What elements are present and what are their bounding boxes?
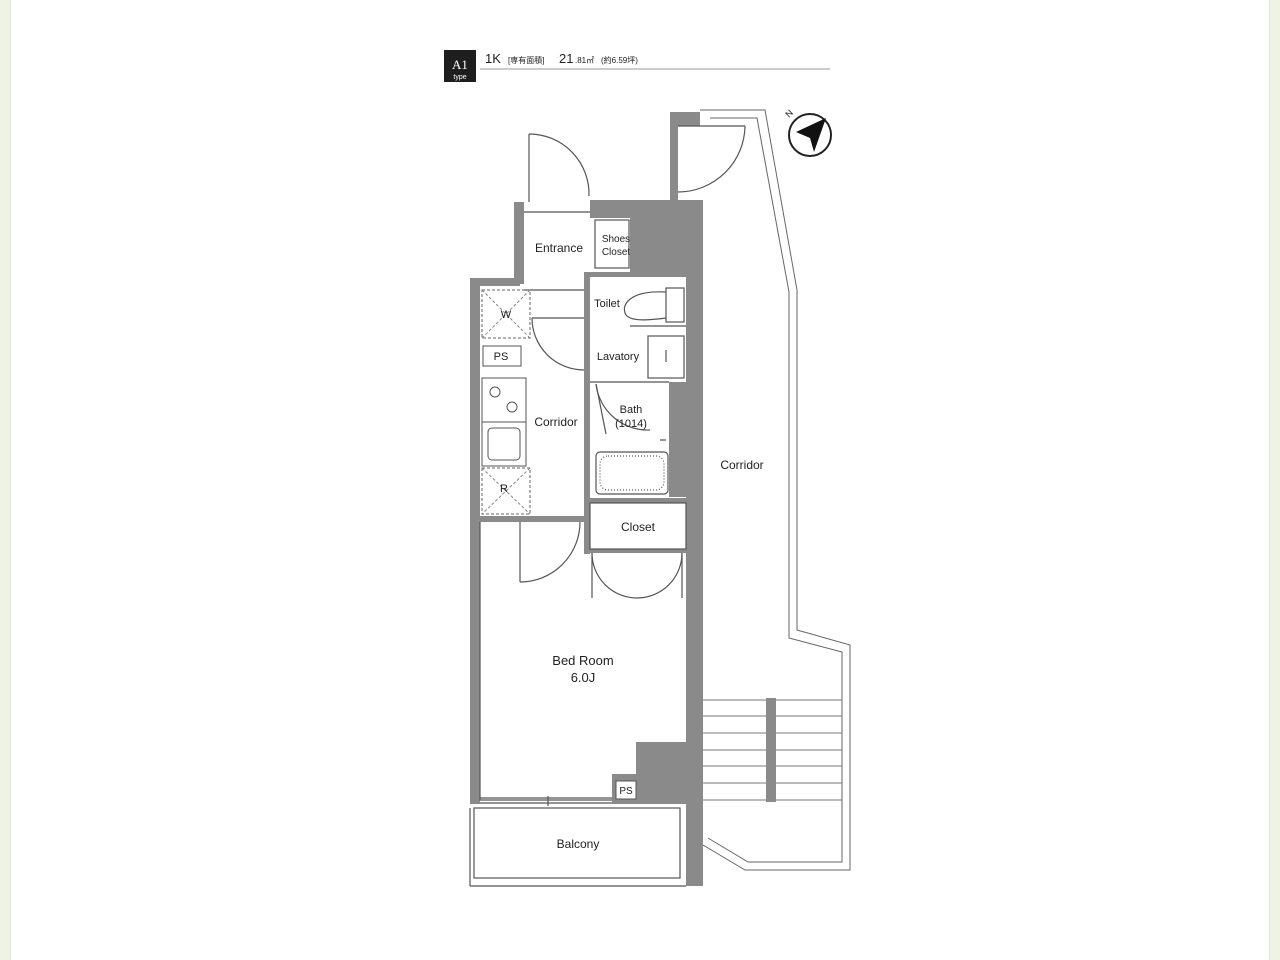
area-label: [専有面積] (508, 55, 544, 65)
fridge-space (481, 467, 531, 515)
sink-basin-icon (487, 427, 521, 461)
label-shoes-closet-2: Closet (602, 247, 631, 258)
area-decimal: .81㎡ (575, 56, 594, 65)
area-tsubo: (約6.59坪) (601, 55, 638, 65)
compass-ring (788, 113, 832, 157)
compass-north: N (783, 108, 795, 120)
north-arrow-icon (796, 118, 826, 152)
cooktop (481, 377, 527, 423)
outer-corridor-outline (700, 109, 851, 871)
label-ps-lower: PS (619, 786, 633, 797)
label-ps-upper: PS (494, 351, 509, 363)
label-washer: W (501, 309, 512, 321)
burner-icon (489, 386, 501, 398)
label-lavatory: Lavatory (597, 351, 640, 363)
label-bath-2: (1014) (615, 418, 647, 430)
label-closet: Closet (621, 520, 656, 534)
label-corridor-outer: Corridor (720, 458, 763, 472)
label-bath-1: Bath (620, 404, 643, 416)
bathtub-icon (595, 451, 669, 495)
label-toilet: Toilet (594, 298, 620, 310)
type-badge (444, 50, 476, 82)
label-shoes-closet-1: Shoes (602, 234, 630, 245)
ps-lower-box (615, 780, 637, 800)
layout-label: 1K (485, 51, 501, 66)
doors (480, 125, 746, 806)
type-badge-bottom: type (453, 74, 466, 81)
label-fridge: R (500, 483, 508, 495)
toilet-tank-icon (665, 287, 685, 323)
washer-space (481, 289, 531, 339)
label-entrance: Entrance (535, 241, 583, 255)
label-bedroom-2: 6.0J (571, 670, 596, 685)
plan-header: A1 type 1K [専有面積] 21 .81㎡ (約6.59坪) (444, 50, 830, 82)
compass: N (783, 108, 832, 157)
kitchen-sink (481, 421, 527, 467)
interior-lines (469, 211, 687, 887)
burner-icon (506, 401, 518, 413)
lavatory-sink-icon (647, 335, 685, 379)
walls (470, 112, 703, 886)
bath-fixtures (595, 287, 685, 495)
stairs (703, 698, 842, 802)
stair-handrail (766, 698, 776, 802)
kitchen (481, 289, 531, 515)
area-value: 21 (559, 51, 573, 66)
label-bedroom-1: Bed Room (552, 653, 613, 668)
toilet-bowl-icon (623, 291, 667, 321)
type-badge-top: A1 (452, 57, 468, 72)
ps-upper-box (482, 345, 522, 367)
room-labels: Entrance Shoes Closet Toilet W PS Lavato… (494, 234, 764, 851)
label-corridor-inner: Corridor (534, 415, 577, 429)
label-balcony: Balcony (557, 837, 600, 851)
